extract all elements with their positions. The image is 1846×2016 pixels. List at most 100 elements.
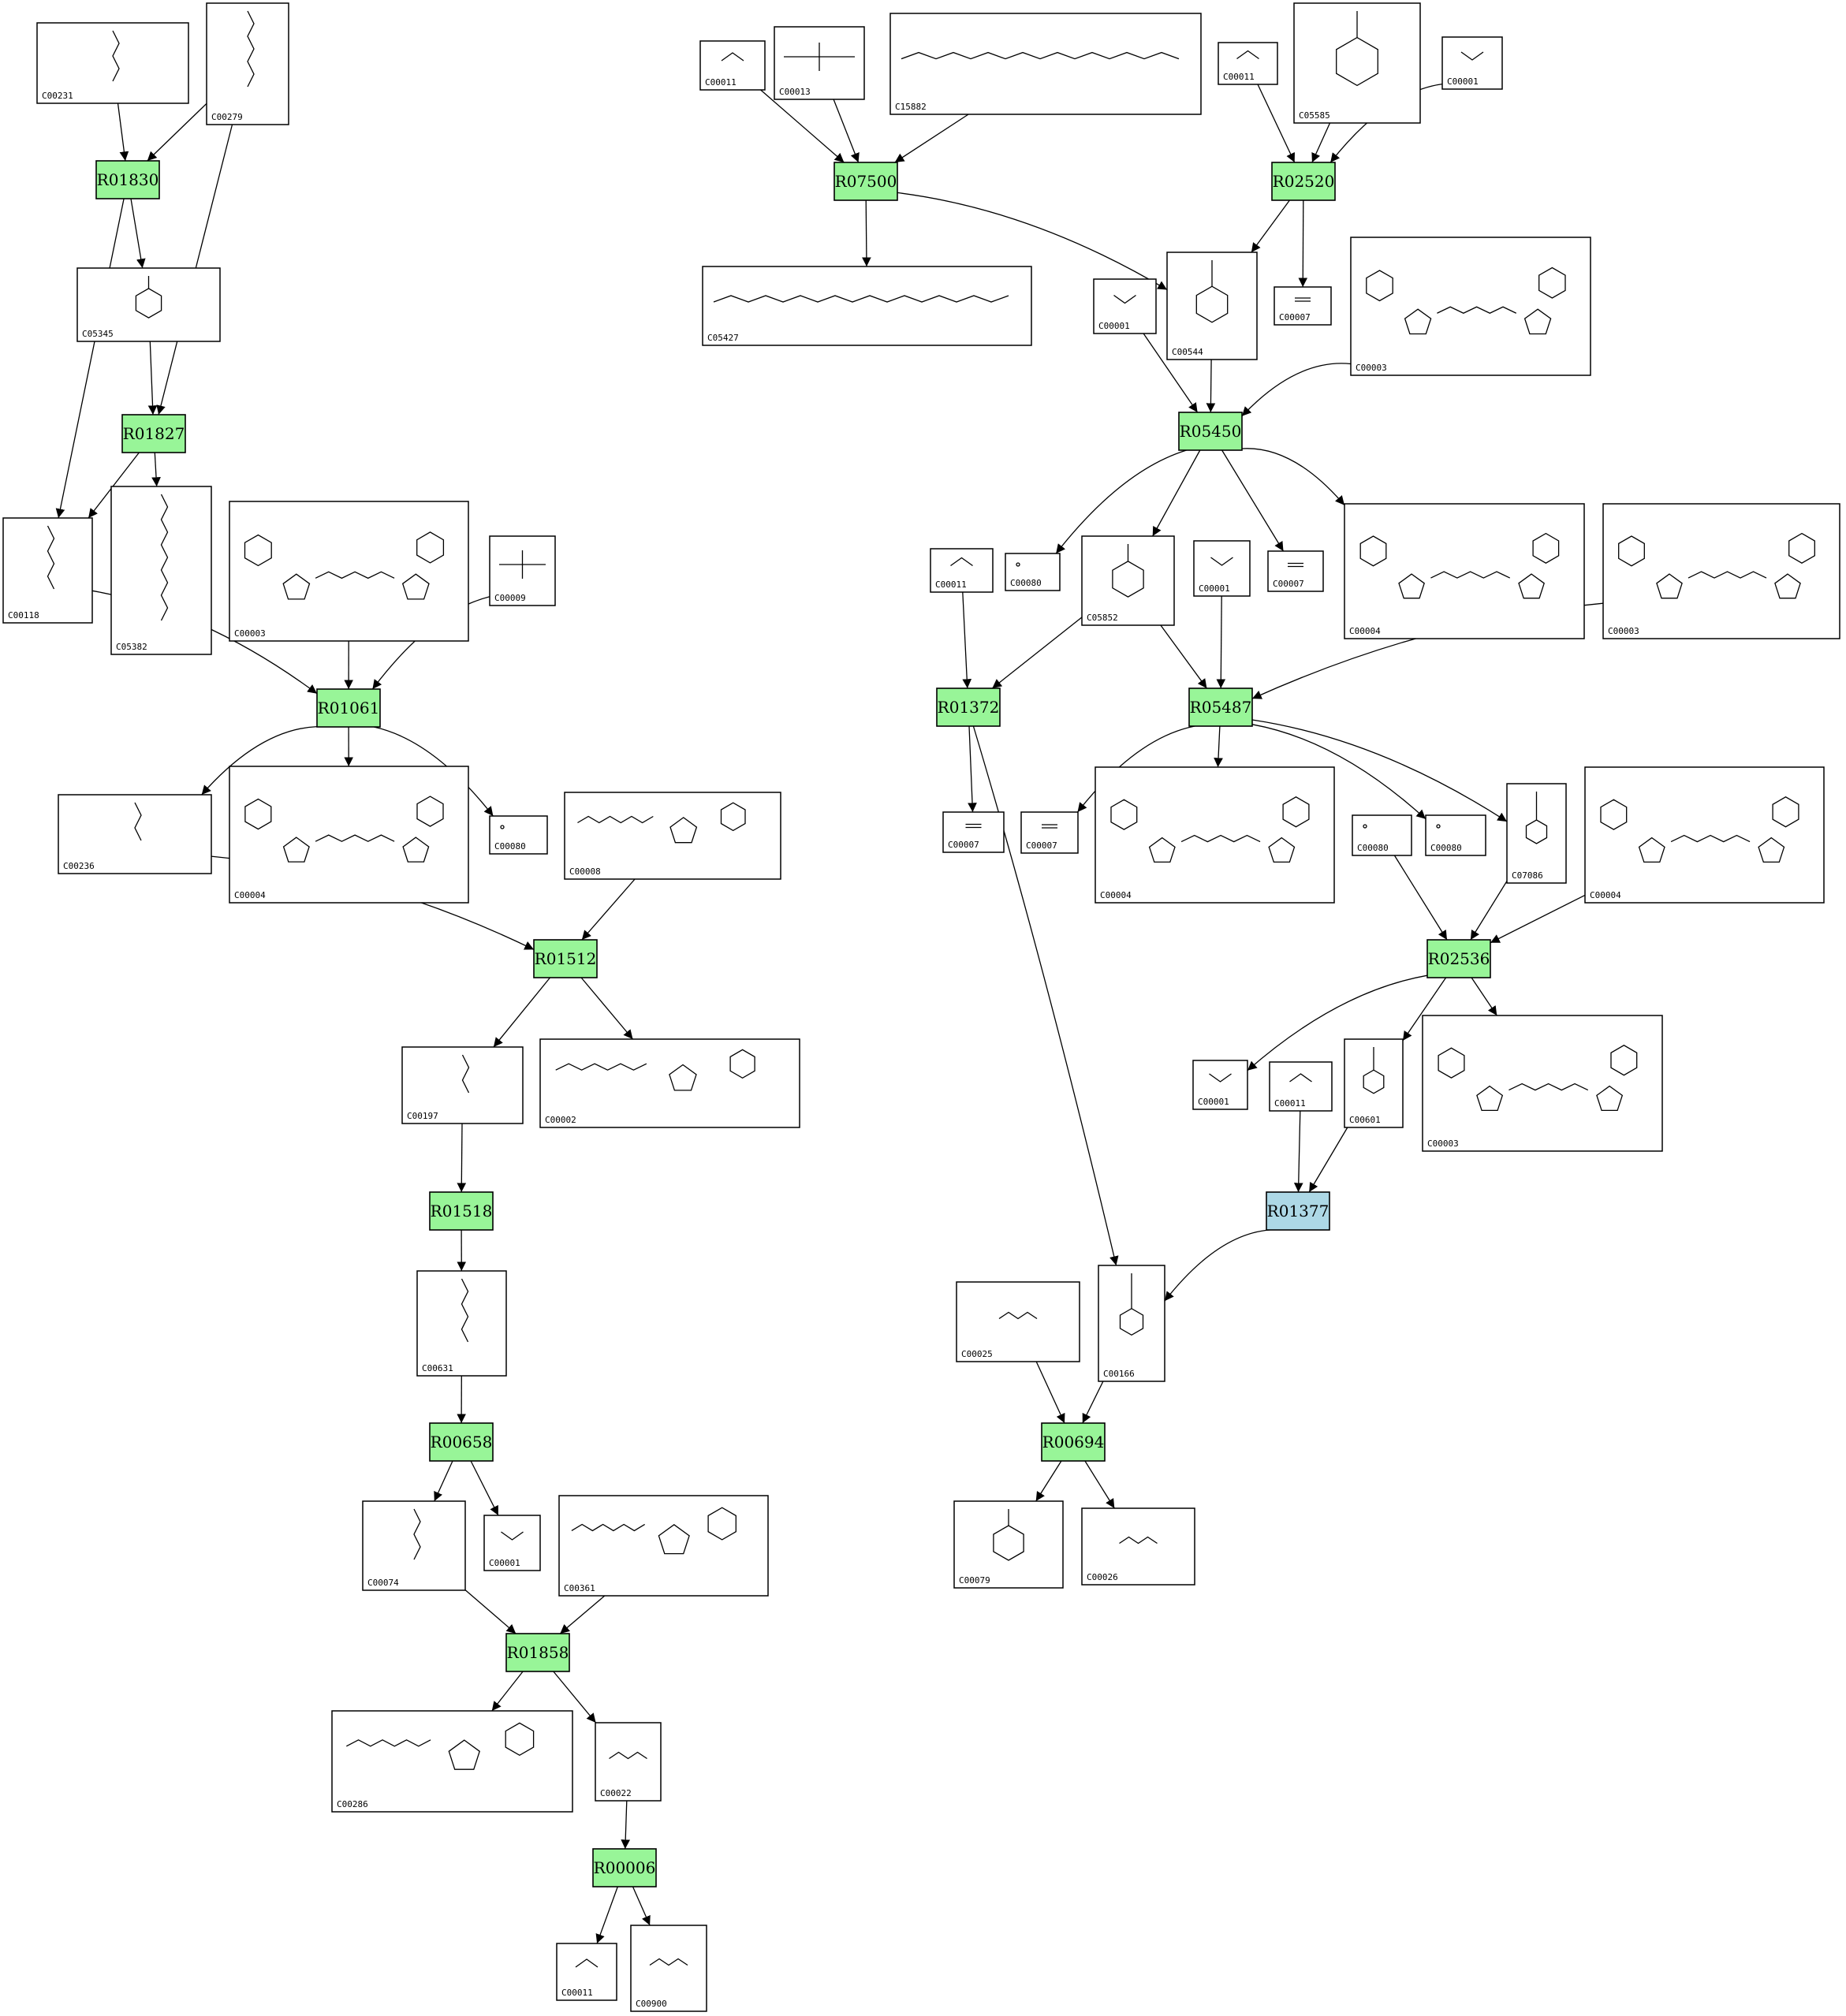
compound-c00004[interactable]: C00004 [1344, 503, 1585, 639]
compound-id-label: C00166 [1103, 1369, 1135, 1379]
compound-c00080[interactable]: C00080 [1425, 814, 1486, 856]
reaction-r05450[interactable]: R05450 [1178, 412, 1243, 451]
edge-r_R00006-c20 [595, 1886, 618, 1944]
compound-c00001[interactable]: C00001 [1441, 36, 1503, 90]
compound-c00003[interactable]: C00003 [1602, 503, 1840, 639]
reaction-box [429, 1422, 494, 1462]
compound-c00011[interactable]: C00011 [556, 1943, 617, 2001]
compound-c00001[interactable]: C00001 [483, 1515, 541, 1571]
compound-c00080[interactable]: C00080 [489, 815, 548, 855]
compound-c00900[interactable]: C00900 [630, 1925, 707, 2012]
compound-id-label: C00004 [1349, 626, 1381, 636]
compound-c00118[interactable]: C00118 [2, 517, 93, 624]
compound-c00003[interactable]: C00003 [229, 501, 469, 642]
compound-box [630, 1925, 707, 2012]
compound-id-label: C00279 [211, 112, 243, 122]
compound-c00001[interactable]: C00001 [1192, 1060, 1248, 1110]
reaction-r05487[interactable]: R05487 [1188, 688, 1253, 727]
compound-c00001[interactable]: C00001 [1193, 540, 1251, 597]
compound-c00007[interactable]: C00007 [942, 811, 1005, 853]
reaction-r00658[interactable]: R00658 [429, 1422, 494, 1462]
edge-r_R05487-c45 [1251, 719, 1508, 822]
compound-c00231[interactable]: C00231 [36, 22, 189, 104]
reaction-label: R00658 [431, 1433, 493, 1451]
compound-c07086[interactable]: C07086 [1506, 783, 1567, 884]
compound-c15882[interactable]: C15882 [889, 13, 1202, 115]
compound-id-label: C00011 [935, 579, 967, 590]
compound-c05427[interactable]: C05427 [702, 266, 1032, 346]
edge-r_R00658-c16 [470, 1460, 499, 1516]
compound-c00361[interactable]: C00361 [558, 1495, 769, 1597]
reaction-box [1426, 939, 1491, 978]
edge-r_R00694-c53 [1035, 1460, 1062, 1502]
compound-c00079[interactable]: C00079 [953, 1500, 1064, 1589]
compound-c00166[interactable]: C00166 [1098, 1265, 1165, 1382]
reaction-r02520[interactable]: R02520 [1271, 162, 1336, 201]
edge-r_R02536-c50 [1471, 977, 1497, 1016]
reaction-r01518[interactable]: R01518 [429, 1191, 494, 1231]
compound-id-label: C00003 [1608, 626, 1639, 636]
reaction-r02536[interactable]: R02536 [1426, 939, 1491, 978]
compound-c00011[interactable]: C00011 [699, 40, 766, 91]
compound-id-label: C00361 [564, 1583, 595, 1593]
compound-c05345[interactable]: C05345 [76, 267, 221, 342]
compound-id-label: C00601 [1349, 1115, 1381, 1125]
compound-box [1193, 540, 1251, 597]
compound-id-label: C00004 [1590, 890, 1621, 900]
compound-c00011[interactable]: C00011 [930, 548, 994, 593]
compound-c00009[interactable]: C00009 [489, 535, 556, 606]
compound-box [1005, 553, 1061, 591]
compound-id-label: C00004 [1100, 890, 1132, 900]
compound-c00286[interactable]: C00286 [331, 1710, 573, 1813]
compound-c00002[interactable]: C00002 [539, 1038, 800, 1128]
edge-r_R05450-c36 [1221, 449, 1285, 552]
reaction-r01827[interactable]: R01827 [121, 414, 186, 453]
compound-c00011[interactable]: C00011 [1218, 42, 1278, 85]
compound-c00026[interactable]: C00026 [1081, 1507, 1195, 1586]
compound-c00025[interactable]: C00025 [956, 1281, 1080, 1362]
compound-c00011[interactable]: C00011 [1269, 1061, 1333, 1112]
compound-id-label: C00002 [545, 1115, 576, 1125]
reaction-r01061[interactable]: R01061 [316, 688, 381, 728]
compound-c05585[interactable]: C05585 [1293, 2, 1421, 124]
reaction-r01512[interactable]: R01512 [533, 939, 598, 978]
compound-c00080[interactable]: C00080 [1352, 814, 1412, 856]
compound-c00074[interactable]: C00074 [362, 1500, 466, 1591]
compound-c00631[interactable]: C00631 [416, 1270, 507, 1377]
compound-box [229, 501, 469, 642]
compound-id-label: C00013 [779, 87, 811, 97]
reaction-r01377[interactable]: R01377 [1266, 1191, 1330, 1231]
reaction-r01830[interactable]: R01830 [95, 160, 160, 199]
reaction-r01858[interactable]: R01858 [505, 1633, 570, 1672]
compound-c00544[interactable]: C00544 [1166, 252, 1258, 360]
compound-c00001[interactable]: C00001 [1093, 278, 1157, 334]
compound-c00197[interactable]: C00197 [401, 1046, 524, 1124]
reaction-box [1271, 162, 1336, 201]
compound-c00007[interactable]: C00007 [1020, 811, 1079, 854]
edge-c26-r_R02520 [1257, 84, 1296, 163]
compound-c00279[interactable]: C00279 [206, 2, 289, 125]
compound-c00004[interactable]: C00004 [1584, 766, 1825, 904]
compound-c00004[interactable]: C00004 [1095, 766, 1335, 904]
compound-c00080[interactable]: C00080 [1005, 553, 1061, 591]
compound-c05382[interactable]: C05382 [110, 486, 212, 655]
reaction-r07500[interactable]: R07500 [833, 162, 898, 201]
compound-c00003[interactable]: C00003 [1422, 1015, 1663, 1152]
compound-box [942, 811, 1005, 853]
edge-c32-r_R05450 [1241, 363, 1352, 417]
compound-c00008[interactable]: C00008 [564, 792, 781, 880]
compound-c00003[interactable]: C00003 [1350, 237, 1591, 376]
compound-c00004[interactable]: C00004 [229, 766, 469, 904]
compound-c00236[interactable]: C00236 [58, 794, 212, 874]
reaction-r00694[interactable]: R00694 [1041, 1422, 1106, 1462]
reaction-r01372[interactable]: R01372 [936, 688, 1001, 727]
compound-c00007[interactable]: C00007 [1274, 286, 1332, 326]
compound-c05852[interactable]: C05852 [1081, 535, 1175, 626]
reaction-r00006[interactable]: R00006 [592, 1848, 657, 1887]
compound-c00022[interactable]: C00022 [595, 1722, 662, 1802]
compound-id-label: C00022 [600, 1788, 632, 1798]
compound-c00007[interactable]: C00007 [1267, 550, 1324, 592]
compound-c00013[interactable]: C00013 [774, 26, 865, 100]
compound-id-label: C00080 [1010, 578, 1042, 588]
compound-c00601[interactable]: C00601 [1344, 1038, 1404, 1128]
